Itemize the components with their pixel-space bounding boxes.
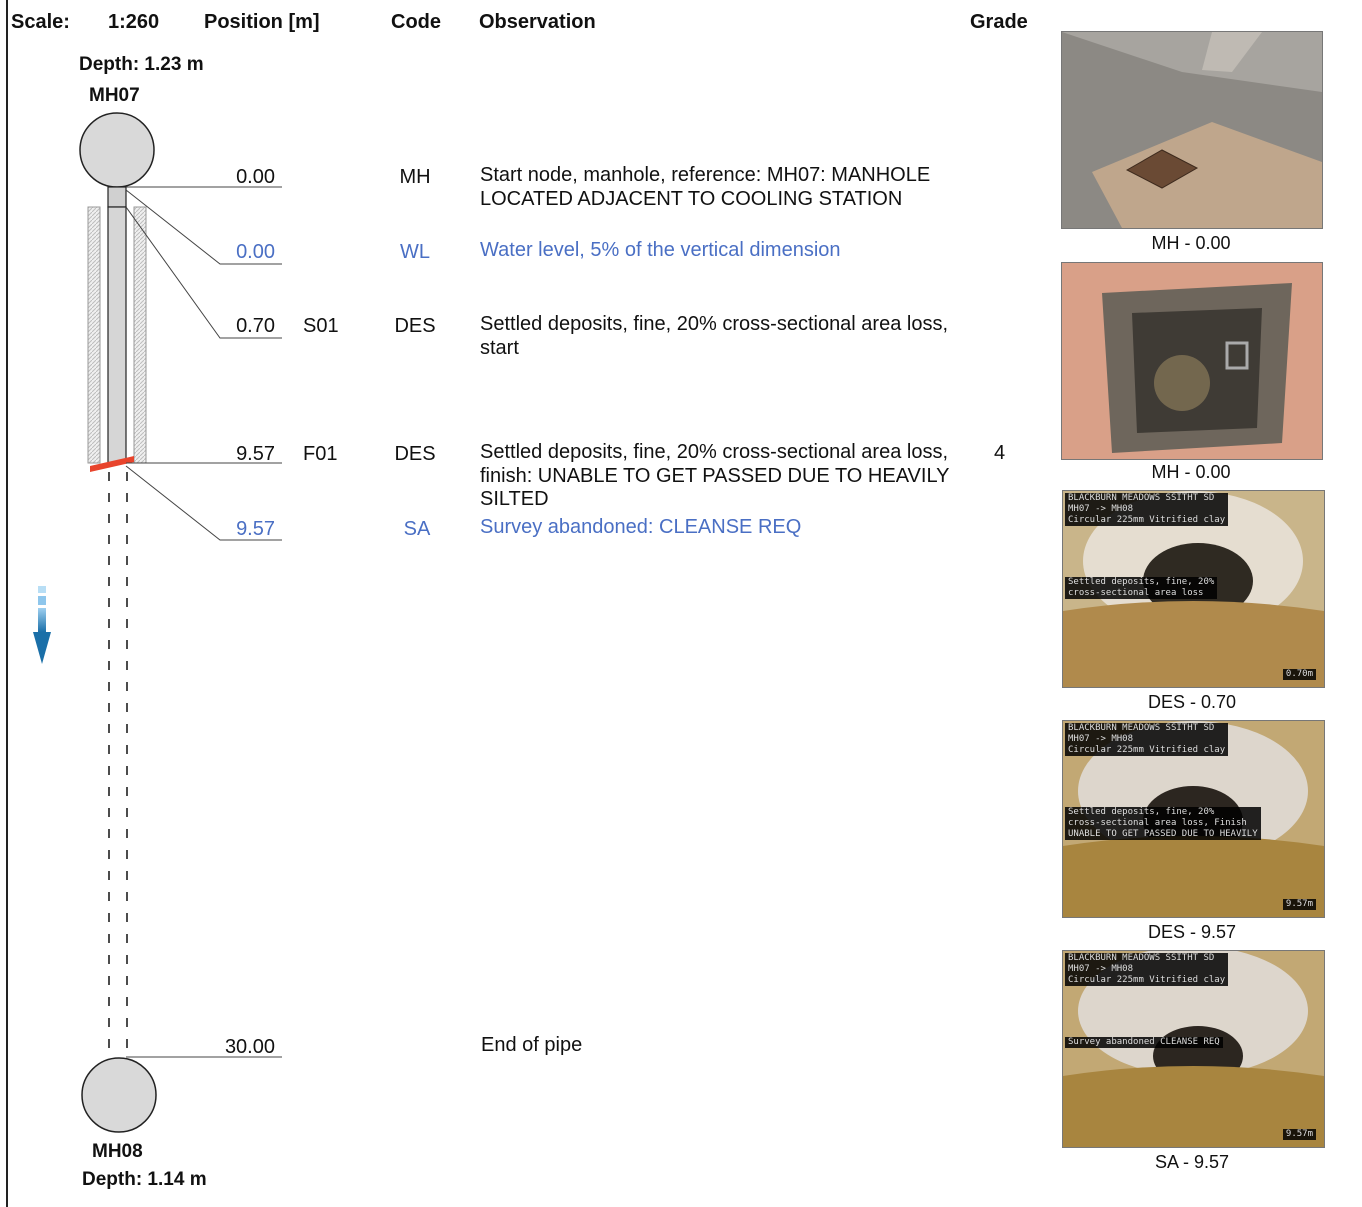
row-code: SA: [403, 518, 431, 540]
photo-caption: MH - 0.00: [1151, 462, 1231, 482]
row-code: DES: [394, 315, 436, 337]
manhole-cover-photo[interactable]: [1061, 31, 1323, 229]
overlay-text: Settled deposits, fine, 20%: [1068, 577, 1215, 587]
start-node-name: MH07: [89, 85, 140, 106]
overlay-text: UNABLE TO GET PASSED DUE TO HEAVILY: [1068, 829, 1258, 839]
row-code: MH: [399, 166, 431, 188]
distance-counter: 0.70m: [1282, 669, 1316, 680]
code-header: Code: [391, 11, 441, 33]
position-header: Position [m]: [204, 11, 320, 33]
photo-caption: DES - 0.70: [1147, 692, 1237, 712]
leader-line: [125, 206, 282, 339]
overlay-text: Circular 225mm Vitrified clay: [1068, 515, 1226, 525]
overlay-text: BLACKBURN MEADOWS SSITHT SD: [1068, 953, 1215, 963]
overlay-text: Circular 225mm Vitrified clay: [1068, 975, 1226, 985]
overlay-text: BLACKBURN MEADOWS SSITHT SD: [1068, 493, 1215, 503]
row-code: DES: [394, 443, 436, 465]
pipe-entry-segment: [107, 186, 127, 208]
row-code: WL: [400, 241, 430, 263]
leader-line: [125, 465, 282, 541]
row-reference: S01: [303, 315, 339, 337]
row-reference: F01: [303, 443, 338, 465]
row-observation: End of pipe: [481, 1034, 583, 1056]
row-position: 30.00: [224, 1036, 275, 1058]
row-position: 0.70: [236, 315, 275, 337]
end-node-depth: Depth: 1.14 m: [82, 1169, 207, 1190]
leader-line: [125, 189, 282, 265]
overlay-text: Survey abandoned CLEANSE REQ: [1068, 1037, 1220, 1047]
photo-caption: DES - 9.57: [1147, 922, 1237, 942]
scale-label: Scale:: [11, 11, 70, 33]
scale-value: 1:260: [108, 11, 160, 33]
row-position: 0.00: [236, 241, 275, 263]
end-manhole-symbol: [81, 1057, 157, 1133]
distance-counter: 9.57m: [1282, 899, 1316, 910]
observation-header: Observation: [479, 11, 596, 33]
photo-caption: MH - 0.00: [1151, 233, 1231, 253]
overlay-text: MH07 -> MH08: [1068, 964, 1134, 974]
deposit-hatch-left: [87, 206, 101, 464]
row-observation: Water level, 5% of the vertical dimensio…: [480, 239, 841, 261]
overlay-text: MH07 -> MH08: [1068, 504, 1134, 514]
manhole-interior-photo[interactable]: [1061, 262, 1323, 460]
grade-header: Grade: [970, 11, 1028, 33]
page-left-border: [6, 0, 8, 1207]
start-node-depth: Depth: 1.23 m: [79, 54, 204, 75]
row-position: 9.57: [236, 443, 275, 465]
start-manhole-symbol: [79, 112, 155, 188]
surveyed-pipe-segment: [107, 206, 127, 464]
row-observation: Settled deposits, fine, 20% cross-sectio…: [480, 313, 949, 359]
photo-caption: SA - 9.57: [1154, 1152, 1230, 1172]
overlay-text: MH07 -> MH08: [1068, 734, 1134, 744]
distance-counter: 9.57m: [1282, 1129, 1316, 1140]
overlay-text: BLACKBURN MEADOWS SSITHT SD: [1068, 723, 1215, 733]
pipe-diagram: [33, 112, 282, 1133]
row-observation: Start node, manhole, reference: MH07: MA…: [480, 164, 931, 210]
deposit-hatch-right: [133, 206, 147, 464]
row-observation: Survey abandoned: CLEANSE REQ: [480, 516, 802, 538]
overlay-text: Circular 225mm Vitrified clay: [1068, 745, 1226, 755]
row-grade: 4: [994, 442, 1006, 464]
overlay-text: Settled deposits, fine, 20%: [1068, 807, 1215, 817]
row-position: 0.00: [236, 166, 275, 188]
overlay-text: cross-sectional area loss, Finish: [1068, 818, 1247, 828]
overlay-text: cross-sectional area loss: [1068, 588, 1204, 598]
row-position: 9.57: [236, 518, 275, 540]
defect-marker: [90, 456, 134, 472]
row-observation: Settled deposits, fine, 20% cross-sectio…: [480, 441, 950, 510]
down-arrow-icon: [33, 586, 51, 664]
end-node-name: MH08: [92, 1141, 143, 1162]
